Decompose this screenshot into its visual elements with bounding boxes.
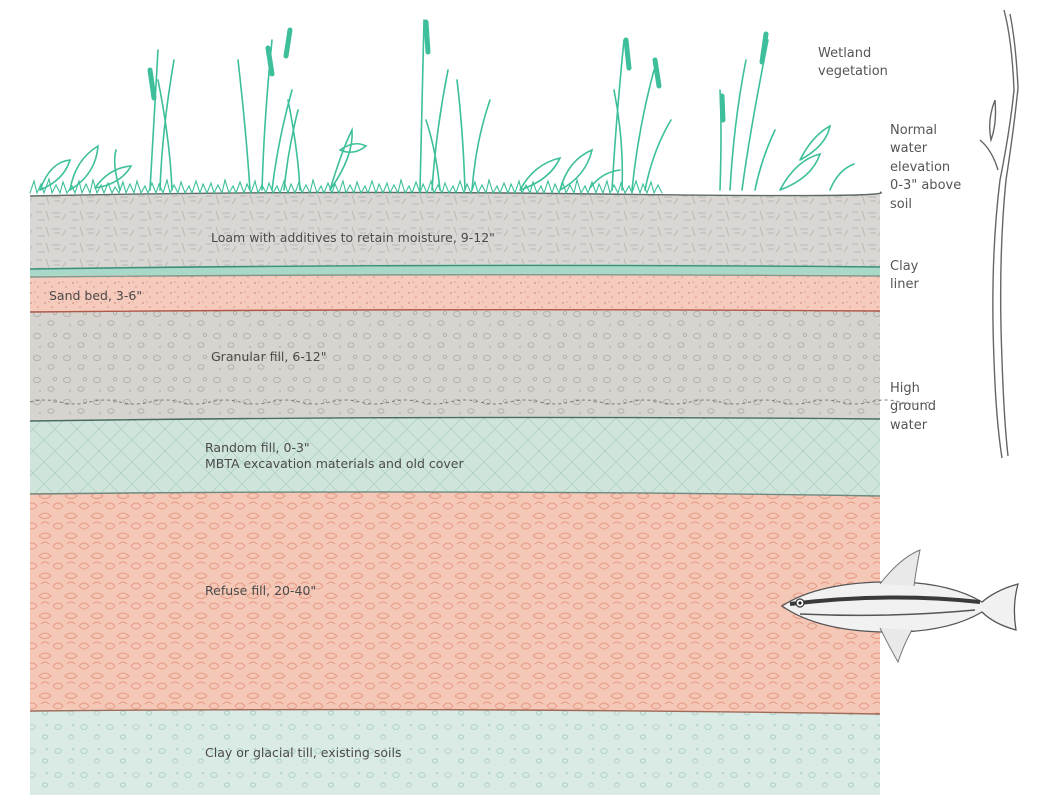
- layer-clay-till-texture: [30, 709, 880, 795]
- normal-water-label-line-2: water: [890, 140, 961, 158]
- wetland-vegetation-label-line-2: vegetation: [818, 63, 888, 81]
- high-ground-water-label: High ground water: [890, 380, 936, 435]
- normal-water-label-line-1: Normal: [890, 122, 961, 140]
- clay-liner-label-line-2: liner: [890, 276, 919, 294]
- clay-till-label: Clay or glacial till, existing soils: [205, 745, 401, 761]
- tree-branch-illustration: [980, 10, 1018, 458]
- layer-refuse-fill-texture: [30, 492, 880, 716]
- wetland-vegetation-label: Wetland vegetation: [818, 45, 888, 82]
- layer-sand-texture: [30, 274, 880, 313]
- normal-water-label-line-5: soil: [890, 196, 961, 214]
- normal-water-label-line-3: elevation: [890, 159, 961, 177]
- random-fill-label-line-1: Random fill, 0-3": [205, 440, 310, 455]
- clay-liner-label: Clay liner: [890, 258, 919, 295]
- refuse-fill-label: Refuse fill, 20-40": [205, 583, 316, 599]
- sand-bed-label: Sand bed, 3-6": [49, 288, 142, 304]
- random-fill-label-line-2: MBTA excavation materials and old cover: [205, 456, 464, 471]
- normal-water-elevation-label: Normal water elevation 0-3" above soil: [890, 122, 961, 214]
- clay-liner-label-line-1: Clay: [890, 258, 919, 276]
- loam-layer-label: Loam with additives to retain moisture, …: [211, 230, 495, 246]
- granular-fill-label: Granular fill, 6-12": [211, 349, 326, 365]
- layer-granular-texture: [30, 310, 880, 423]
- wetland-vegetation-illustration: [30, 20, 854, 193]
- high-ground-water-label-line-3: water: [890, 417, 936, 435]
- wetland-vegetation-label-line-1: Wetland: [818, 45, 888, 63]
- high-ground-water-label-line-1: High: [890, 380, 936, 398]
- normal-water-label-line-4: 0-3" above: [890, 177, 961, 195]
- random-fill-label: Random fill, 0-3" MBTA excavation materi…: [205, 440, 464, 473]
- high-ground-water-label-line-2: ground: [890, 398, 936, 416]
